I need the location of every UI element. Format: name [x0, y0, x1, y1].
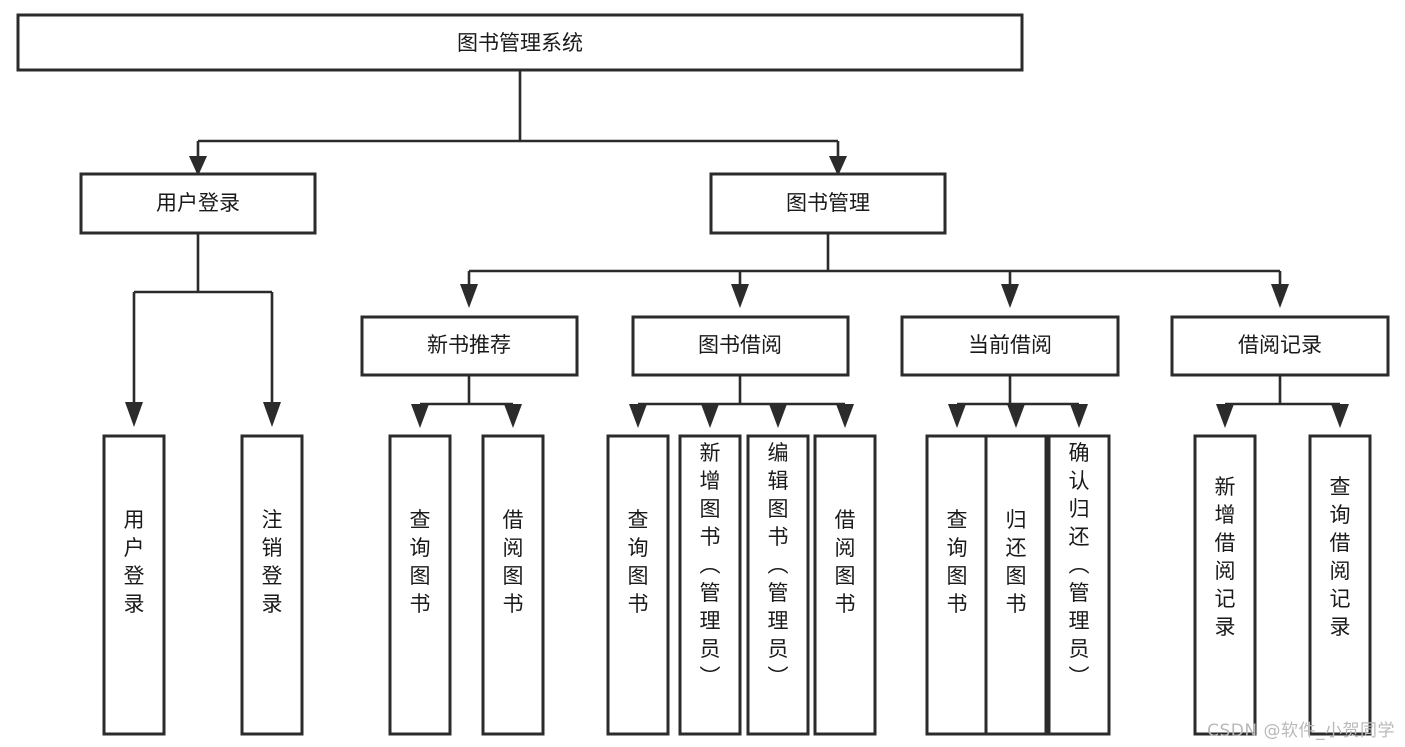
- arrowhead-user-login: [189, 156, 207, 176]
- node-leaf-return-book[interactable]: 归还图书: [984, 434, 1048, 736]
- node-current-borrow-box[interactable]: [900, 315, 1120, 377]
- node-new-book-rec-box[interactable]: [360, 315, 579, 377]
- arrowhead-book-borrow: [731, 284, 749, 308]
- node-leaf-return-book-box[interactable]: [984, 434, 1048, 736]
- node-leaf-borrow-book-2-label: 借阅图书: [835, 508, 856, 616]
- arrowhead-leaf-query-record: [1331, 404, 1349, 428]
- node-leaf-query-book-2-label: 查询图书: [628, 508, 649, 616]
- arrowhead-leaf-add-record: [1216, 404, 1234, 428]
- leaf-layer: 用户登录 注销登录 查询图书 借阅图书 查询图书 新增图书︵管理员︶: [102, 434, 1372, 736]
- node-borrow-record[interactable]: 借阅记录: [1170, 315, 1390, 377]
- node-new-book-rec[interactable]: 新书推荐: [360, 315, 579, 377]
- node-user-login[interactable]: 用户登录: [79, 172, 317, 235]
- node-leaf-query-record-label: 查询借阅记录: [1330, 475, 1351, 639]
- node-borrow-record-label: 借阅记录: [1238, 333, 1322, 357]
- node-leaf-query-book-2[interactable]: 查询图书: [606, 434, 670, 736]
- node-leaf-borrow-book-1-box[interactable]: [481, 434, 545, 736]
- node-leaf-user-logout[interactable]: 注销登录: [240, 434, 304, 736]
- node-book-manage-box[interactable]: [709, 172, 947, 235]
- connector-bookborrow-to-leaves: [636, 375, 847, 407]
- node-leaf-user-login-label: 用户登录: [124, 508, 145, 616]
- node-leaf-query-book-1[interactable]: 查询图书: [388, 434, 452, 736]
- arrowhead-leaf-query-book-3: [948, 404, 966, 428]
- node-leaf-edit-book[interactable]: 编辑图书︵管理员︶: [746, 434, 810, 736]
- node-leaf-borrow-book-1-label: 借阅图书: [503, 508, 524, 616]
- arrowhead-leaf-add-book: [701, 404, 719, 428]
- connector-root-to-level2: [196, 70, 840, 158]
- arrowhead-leaf-confirm-return: [1070, 404, 1088, 428]
- arrowhead-borrow-record: [1271, 284, 1289, 308]
- node-user-login-box[interactable]: [79, 172, 317, 235]
- connector-currentborrow-to-leaves: [955, 375, 1081, 407]
- node-leaf-confirm-return[interactable]: 确认归还︵管理员︶: [1047, 434, 1111, 736]
- node-leaf-confirm-return-label: 确认归还︵管理员︶: [1069, 441, 1090, 689]
- node-leaf-user-logout-box[interactable]: [240, 434, 304, 736]
- connector-userlogin-to-leaves: [132, 233, 274, 404]
- node-new-book-rec-label: 新书推荐: [427, 333, 511, 357]
- node-current-borrow[interactable]: 当前借阅: [900, 315, 1120, 377]
- node-leaf-query-book-2-box[interactable]: [606, 434, 670, 736]
- connector-layer: [125, 70, 1349, 428]
- node-leaf-query-book-3-label: 查询图书: [947, 508, 968, 616]
- arrowhead-leaf-user-logout: [263, 402, 281, 427]
- node-current-borrow-label: 当前借阅: [968, 333, 1052, 357]
- node-leaf-user-logout-label: 注销登录: [262, 508, 283, 616]
- arrowhead-leaf-user-login: [125, 402, 143, 427]
- connector-newbookrec-to-leaves: [418, 375, 515, 407]
- node-book-borrow-box[interactable]: [631, 315, 850, 377]
- node-leaf-borrow-book-2[interactable]: 借阅图书: [813, 434, 877, 736]
- node-leaf-user-login-box[interactable]: [102, 434, 166, 736]
- node-book-borrow[interactable]: 图书借阅: [631, 315, 850, 377]
- arrowhead-leaf-borrow-book-2: [836, 404, 854, 428]
- node-leaf-edit-book-label: 编辑图书︵管理员︶: [768, 441, 789, 689]
- arrowhead-book-manage: [829, 156, 847, 176]
- node-user-login-label: 用户登录: [156, 191, 240, 215]
- arrowhead-leaf-query-book-1: [411, 404, 429, 428]
- arrowhead-new-book-rec: [460, 284, 478, 308]
- arrowhead-leaf-return-book: [1007, 404, 1025, 428]
- arrowhead-leaf-edit-book: [769, 404, 787, 428]
- node-leaf-borrow-book-1[interactable]: 借阅图书: [481, 434, 545, 736]
- node-leaf-add-book-label: 新增图书︵管理员︶: [700, 441, 721, 689]
- node-leaf-add-record[interactable]: 新增借阅记录: [1193, 434, 1257, 736]
- node-book-borrow-label: 图书借阅: [698, 333, 782, 357]
- node-leaf-add-book-box[interactable]: [678, 434, 742, 736]
- node-root-box[interactable]: [16, 13, 1024, 72]
- node-leaf-return-book-label: 归还图书: [1006, 508, 1027, 616]
- connector-borrowrecord-to-leaves: [1223, 375, 1342, 407]
- node-leaf-borrow-book-2-box[interactable]: [813, 434, 877, 736]
- node-leaf-confirm-return-box[interactable]: [1047, 434, 1111, 736]
- node-leaf-user-login[interactable]: 用户登录: [102, 434, 166, 736]
- arrowhead-current-borrow: [1001, 284, 1019, 308]
- node-leaf-query-record-box[interactable]: [1308, 434, 1372, 736]
- node-leaf-query-book-1-box[interactable]: [388, 434, 452, 736]
- node-borrow-record-box[interactable]: [1170, 315, 1390, 377]
- node-leaf-query-book-1-label: 查询图书: [410, 508, 431, 616]
- node-book-manage-label: 图书管理: [786, 191, 870, 215]
- node-leaf-query-book-3[interactable]: 查询图书: [925, 434, 989, 736]
- node-leaf-add-book[interactable]: 新增图书︵管理员︶: [678, 434, 742, 736]
- node-leaf-add-record-label: 新增借阅记录: [1215, 475, 1236, 639]
- node-leaf-edit-book-box[interactable]: [746, 434, 810, 736]
- node-leaf-add-record-box[interactable]: [1193, 434, 1257, 736]
- connector-bookmanage-to-level3: [467, 233, 1282, 286]
- node-leaf-query-record[interactable]: 查询借阅记录: [1308, 434, 1372, 736]
- arrowhead-leaf-borrow-book-1: [504, 404, 522, 428]
- node-book-manage[interactable]: 图书管理: [709, 172, 947, 235]
- node-root[interactable]: 图书管理系统: [16, 13, 1024, 72]
- arrowhead-leaf-query-book-2: [629, 404, 647, 428]
- node-root-label: 图书管理系统: [457, 31, 583, 55]
